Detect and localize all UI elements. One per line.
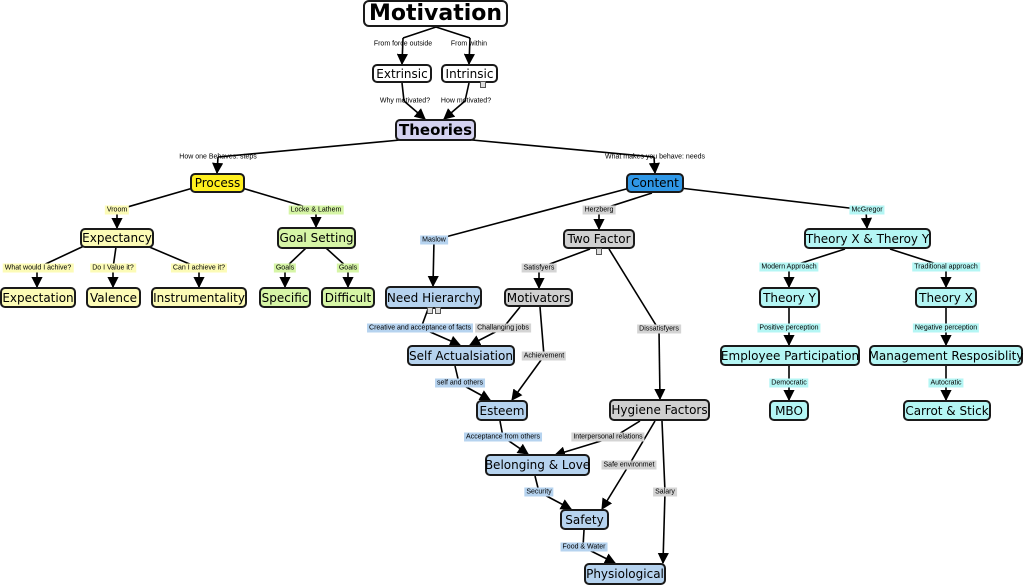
link-label-how-motivated: How motivated? bbox=[440, 97, 492, 105]
node-motivation[interactable]: Motivation bbox=[363, 0, 508, 27]
node-theory-x-y[interactable]: Theory X & Theroy Y bbox=[804, 228, 931, 249]
link-label-vroom: Vroom bbox=[104, 205, 130, 215]
link-label-from-force-outside: From force outside bbox=[373, 40, 433, 48]
link-label-herzberg: Herzberg bbox=[582, 205, 616, 215]
node-two-factor[interactable]: Two Factor bbox=[563, 229, 635, 249]
node-theories[interactable]: Theories bbox=[395, 119, 476, 141]
node-expectancy[interactable]: Expectancy bbox=[80, 228, 154, 248]
node-content[interactable]: Content bbox=[626, 173, 684, 193]
node-hygiene-factors[interactable]: Hygiene Factors bbox=[609, 399, 710, 421]
node-belonging-love[interactable]: Belonging & Love bbox=[485, 454, 590, 476]
link-label-food-water: Food & Water bbox=[560, 542, 608, 552]
node-theory-x[interactable]: Theory X bbox=[915, 287, 977, 308]
link-label-creative-acceptance: Creative and acceptance of facts bbox=[367, 323, 473, 333]
link-label-maslow: Maslow bbox=[420, 235, 448, 245]
link-label-why-motivated: Why motivated? bbox=[379, 97, 431, 105]
node-safety[interactable]: Safety bbox=[560, 509, 609, 530]
link-label-positive-perception: Positive perception bbox=[757, 323, 821, 333]
link-label-what-would-i-achive: What would I achive? bbox=[2, 263, 74, 273]
node-employee-participation[interactable]: Employee Participation bbox=[720, 345, 860, 366]
link-label-from-within: From within bbox=[450, 40, 488, 48]
link-label-do-i-value-it: Do I Value it? bbox=[90, 263, 136, 273]
node-goal-setting[interactable]: Goal Setting bbox=[277, 227, 356, 249]
node-extrinsic[interactable]: Extrinsic bbox=[372, 64, 432, 83]
node-difficult[interactable]: Difficult bbox=[321, 287, 375, 308]
note-icon[interactable] bbox=[427, 307, 433, 314]
node-process[interactable]: Process bbox=[190, 173, 245, 193]
node-self-actualisation[interactable]: Self Actualsiation bbox=[407, 345, 515, 366]
link-label-dissatisfyers: Dissatisfyers bbox=[637, 324, 681, 334]
link-label-acceptance-from-others: Acceptance from others bbox=[464, 432, 542, 442]
node-specific[interactable]: Specific bbox=[259, 287, 311, 308]
link-label-goals: Goals bbox=[336, 263, 360, 273]
link-label-salary: Salary bbox=[653, 487, 677, 497]
link-label-security: Security bbox=[524, 487, 554, 497]
link-label-what-makes-you-behave: What makes you behave: needs bbox=[604, 153, 706, 161]
link-label-satisfyers: Satisfyers bbox=[521, 263, 557, 273]
link-label-achievement: Achievement bbox=[521, 351, 567, 361]
link-label-challanging-jobs: Challanging jobs bbox=[475, 323, 531, 333]
note-icon[interactable] bbox=[435, 307, 441, 314]
link-label-self-and-others: self and others bbox=[435, 378, 485, 388]
link-label-mcgregor: McGregor bbox=[849, 205, 885, 215]
node-expectation[interactable]: Expectation bbox=[0, 287, 76, 308]
link-label-modern-approach: Modern Approach bbox=[759, 262, 819, 272]
node-theory-y[interactable]: Theory Y bbox=[759, 287, 820, 308]
node-motivators[interactable]: Motivators bbox=[504, 288, 573, 307]
node-mbo[interactable]: MBO bbox=[769, 400, 809, 421]
node-carrot-stick[interactable]: Carrot & Stick bbox=[903, 400, 991, 421]
node-instrumentality[interactable]: Instrumentality bbox=[151, 287, 247, 308]
link-label-democratic: Democratic bbox=[769, 378, 809, 388]
node-valence[interactable]: Valence bbox=[86, 287, 141, 308]
link-label-safe-environmet: Safe environmet bbox=[601, 460, 657, 470]
node-esteem[interactable]: Esteem bbox=[476, 400, 528, 421]
node-need-hierarchy[interactable]: Need Hierarchy bbox=[385, 286, 482, 309]
link-label-goals: Goals bbox=[273, 263, 297, 273]
node-intrinsic[interactable]: Intrinsic bbox=[441, 64, 498, 83]
link-label-how-one-behaves: How one Behaves: steps bbox=[179, 153, 257, 161]
note-icon[interactable] bbox=[596, 248, 602, 255]
link-label-traditional-approach: Traditional approach bbox=[912, 262, 980, 272]
link-label-can-i-achieve-it: Can I achieve it? bbox=[170, 263, 228, 273]
link-label-autocratic: Autocratic bbox=[928, 378, 964, 388]
link-label-locke-lathem: Locke & Lathem bbox=[288, 205, 344, 215]
node-physiological[interactable]: Physiological bbox=[584, 563, 666, 585]
link-label-interpersonal-relations: Interpersonal relations bbox=[571, 432, 645, 442]
link-label-negative-perception: Negative perception bbox=[912, 323, 980, 333]
node-management-responsibility[interactable]: Management Resposiblity bbox=[869, 345, 1023, 366]
note-icon[interactable] bbox=[480, 81, 486, 88]
